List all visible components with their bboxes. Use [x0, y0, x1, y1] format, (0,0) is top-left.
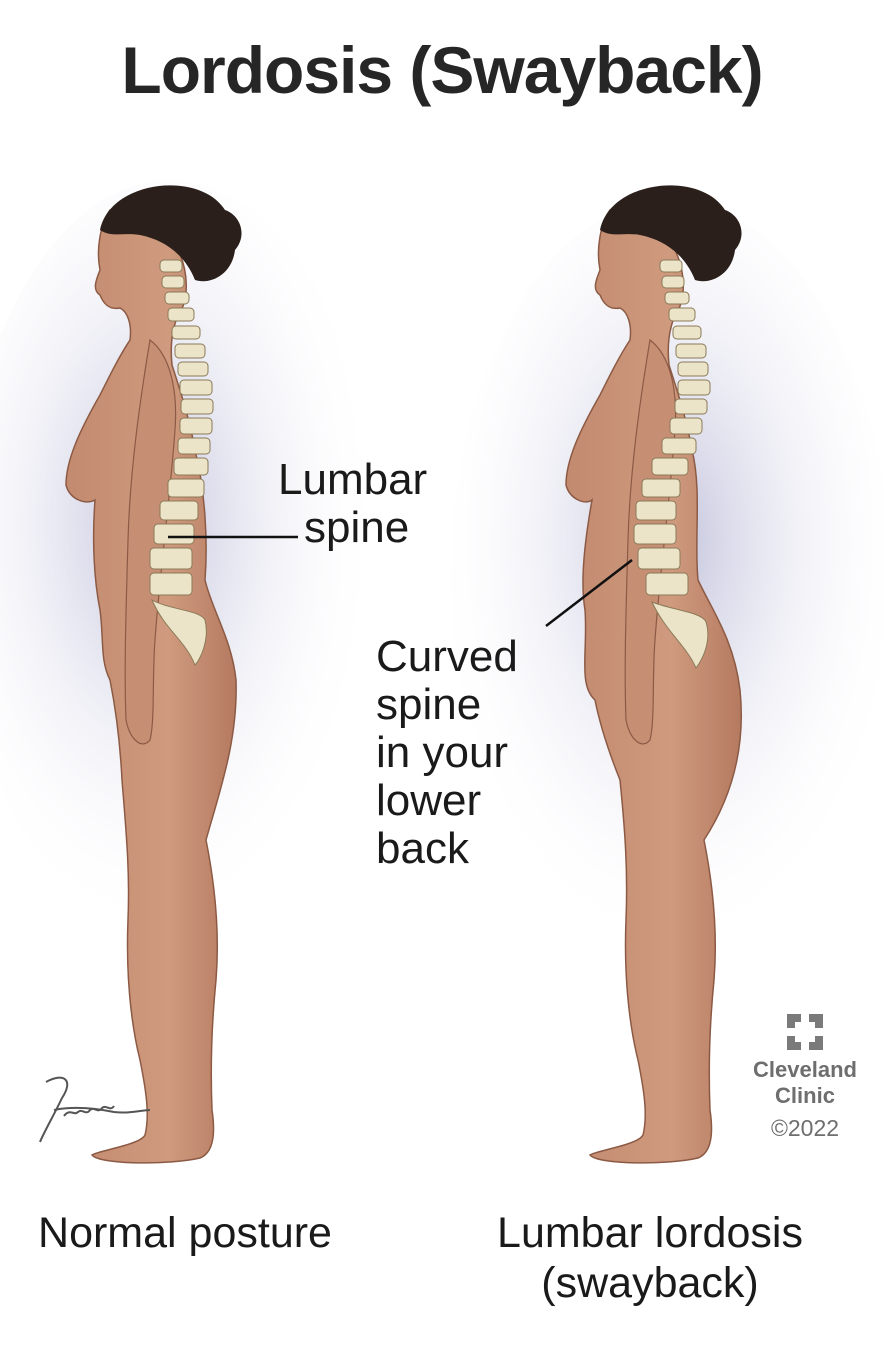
normal-posture-figure — [0, 180, 380, 1164]
lordosis-caption: Lumbar lordosis (swayback) — [460, 1208, 840, 1308]
brand-name: Cleveland — [753, 1057, 857, 1082]
page-title: Lordosis (Swayback) — [121, 33, 763, 107]
artist-signature — [39, 1076, 151, 1143]
lumbar-spine-normal — [149, 259, 214, 666]
curved-spine-label: Curved spine in your lower back — [376, 633, 518, 873]
label-line: Curved — [376, 632, 518, 681]
lordosis-figure — [450, 185, 884, 1164]
cleveland-clinic-logo: Cleveland Clinic ©2022 — [740, 1012, 870, 1142]
brand-name: Clinic — [775, 1083, 835, 1108]
label-line: lower — [376, 776, 482, 825]
label-line: spine — [304, 503, 410, 552]
label-line: spine — [376, 680, 482, 729]
hair — [600, 185, 742, 282]
cleveland-clinic-icon — [787, 1014, 823, 1050]
hair — [100, 185, 242, 282]
label-line: in your — [376, 728, 509, 777]
label-line: Lumbar — [278, 455, 428, 504]
copyright-text: ©2022 — [770, 1115, 840, 1141]
caption-line: (swayback) — [541, 1259, 759, 1307]
caption-line: Lumbar lordosis — [497, 1209, 803, 1257]
lumbar-spine-label: Lumbar spine — [278, 456, 427, 552]
normal-posture-caption: Normal posture — [38, 1209, 332, 1257]
label-line: back — [376, 824, 469, 873]
lumbar-spine-curved — [633, 259, 711, 669]
arm — [124, 338, 177, 745]
